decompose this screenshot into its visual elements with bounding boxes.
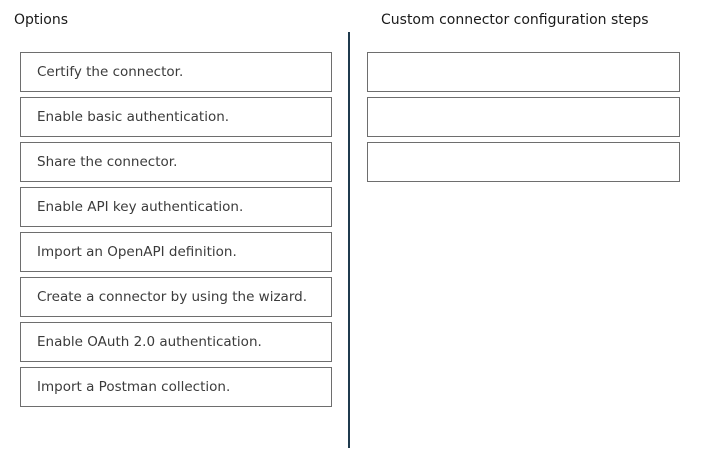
option-import-openapi[interactable]: Import an OpenAPI definition. bbox=[20, 232, 332, 272]
steps-list bbox=[367, 52, 680, 187]
option-enable-basic-auth[interactable]: Enable basic authentication. bbox=[20, 97, 332, 137]
options-list: Certify the connector. Enable basic auth… bbox=[20, 52, 332, 412]
option-share-connector[interactable]: Share the connector. bbox=[20, 142, 332, 182]
option-enable-oauth2-auth[interactable]: Enable OAuth 2.0 authentication. bbox=[20, 322, 332, 362]
option-create-with-wizard[interactable]: Create a connector by using the wizard. bbox=[20, 277, 332, 317]
step-drop-zone-2[interactable] bbox=[367, 97, 680, 137]
option-certify-connector[interactable]: Certify the connector. bbox=[20, 52, 332, 92]
option-import-postman[interactable]: Import a Postman collection. bbox=[20, 367, 332, 407]
column-divider bbox=[348, 32, 350, 448]
option-enable-api-key-auth[interactable]: Enable API key authentication. bbox=[20, 187, 332, 227]
steps-heading: Custom connector configuration steps bbox=[381, 12, 649, 28]
step-drop-zone-3[interactable] bbox=[367, 142, 680, 182]
options-heading: Options bbox=[14, 12, 69, 28]
step-drop-zone-1[interactable] bbox=[367, 52, 680, 92]
